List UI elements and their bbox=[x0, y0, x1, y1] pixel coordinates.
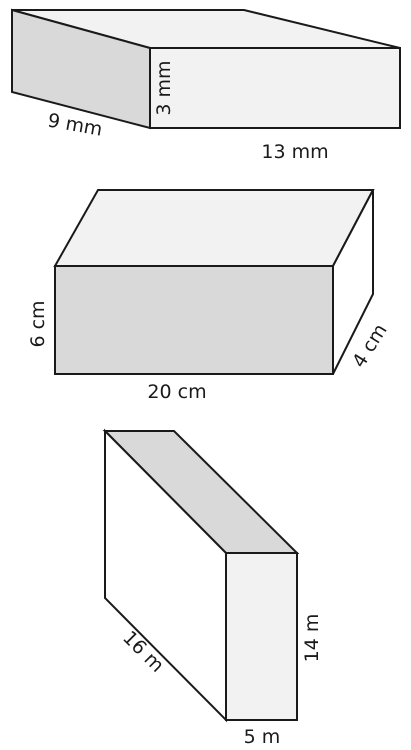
prism-2-front-face bbox=[54, 265, 334, 375]
prism-2-height-label: 6 cm bbox=[27, 300, 49, 347]
prism-3: 16 m 14 m 5 m bbox=[102, 428, 323, 748]
prism-2: 6 cm 20 cm 4 cm bbox=[27, 189, 392, 403]
prism-3-front-face bbox=[225, 552, 298, 721]
prism-1: 9 mm 3 mm 13 mm bbox=[11, 8, 401, 163]
prism-3-height-label: 14 m bbox=[301, 614, 323, 663]
prism-3-width-label: 5 m bbox=[244, 726, 281, 748]
prism-2-length-label: 20 cm bbox=[147, 381, 206, 403]
prism-1-length-label: 13 mm bbox=[261, 141, 328, 163]
prism-1-front-face bbox=[149, 47, 401, 129]
prism-1-height-label: 3 mm bbox=[153, 60, 175, 115]
prism-2-top-face bbox=[53, 189, 375, 267]
